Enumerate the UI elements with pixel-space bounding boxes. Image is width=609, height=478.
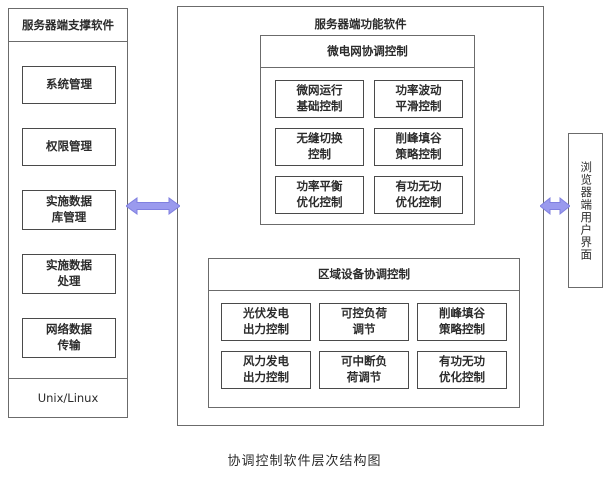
leaf-label: 微网运行基础控制 — [296, 83, 343, 113]
browser-user-interface-panel: 浏览器端用户界面 — [568, 133, 603, 288]
left-panel-title: 服务器端支撑软件 — [22, 17, 114, 32]
leaf-label: 光伏发电出力控制 — [243, 306, 289, 336]
leaf-label: 有功无功优化控制 — [439, 354, 485, 384]
server-function-software-panel: 服务器端功能软件 微电网协调控制 微网运行基础控制 功率波动平滑控制 无缝切换控… — [177, 6, 544, 426]
support-item-label: 实施数据处理 — [46, 258, 92, 288]
support-item-data-processing[interactable]: 实施数据处理 — [22, 254, 116, 294]
regional-item-active-reactive-optimization[interactable]: 有功无功优化控制 — [417, 351, 507, 389]
microgrid-group-title: 微电网协调控制 — [327, 44, 408, 59]
left-panel-header: 服务器端支撑软件 — [9, 9, 127, 42]
support-item-label: 网络数据传输 — [46, 322, 92, 352]
microgrid-item-power-balance-optimization[interactable]: 功率平衡优化控制 — [275, 176, 364, 214]
figure-caption: 协调控制软件层次结构图 — [227, 454, 382, 469]
leaf-label: 削峰填谷策略控制 — [439, 306, 485, 336]
support-item-label: 实施数据库管理 — [46, 194, 92, 224]
leaf-label: 无缝切换控制 — [296, 131, 343, 161]
leaf-label: 有功无功优化控制 — [395, 179, 442, 209]
leaf-label: 可控负荷调节 — [341, 306, 387, 336]
support-item-permission-management[interactable]: 权限管理 — [22, 128, 116, 166]
regional-item-peak-shaving-strategy[interactable]: 削峰填谷策略控制 — [417, 303, 507, 341]
support-item-system-management[interactable]: 系统管理 — [22, 66, 116, 104]
leaf-label: 功率波动平滑控制 — [395, 83, 442, 113]
regional-group-header: 区域设备协调控制 — [209, 259, 519, 291]
leaf-label: 风力发电出力控制 — [243, 354, 289, 384]
microgrid-group-header: 微电网协调控制 — [261, 36, 474, 68]
microgrid-coordination-control-group: 微电网协调控制 微网运行基础控制 功率波动平滑控制 无缝切换控制 削峰填谷策略控… — [260, 35, 475, 225]
microgrid-item-power-fluctuation-smoothing[interactable]: 功率波动平滑控制 — [374, 80, 463, 118]
operating-system-label: Unix/Linux — [37, 390, 99, 405]
regional-item-interruptible-load-adjust[interactable]: 可中断负荷调节 — [319, 351, 409, 389]
microgrid-item-peak-shaving-strategy[interactable]: 削峰填谷策略控制 — [374, 128, 463, 166]
center-panel-title: 服务器端功能软件 — [314, 17, 407, 31]
support-item-label: 系统管理 — [46, 77, 92, 92]
regional-item-controllable-load-adjust[interactable]: 可控负荷调节 — [319, 303, 409, 341]
server-support-software-panel: 服务器端支撑软件 系统管理 权限管理 实施数据库管理 实施数据处理 网络数据传输… — [8, 8, 128, 418]
microgrid-item-active-reactive-optimization[interactable]: 有功无功优化控制 — [374, 176, 463, 214]
microgrid-item-seamless-switching[interactable]: 无缝切换控制 — [275, 128, 364, 166]
leaf-label: 可中断负荷调节 — [341, 354, 387, 384]
left-center-connector-arrow — [126, 197, 180, 215]
regional-item-pv-output-control[interactable]: 光伏发电出力控制 — [221, 303, 311, 341]
support-item-label: 权限管理 — [46, 139, 92, 154]
support-item-database-management[interactable]: 实施数据库管理 — [22, 190, 116, 230]
browser-panel-label: 浏览器端用户界面 — [579, 160, 594, 261]
leaf-label: 功率平衡优化控制 — [296, 179, 343, 209]
support-item-network-data-transfer[interactable]: 网络数据传输 — [22, 318, 116, 358]
left-panel-footer: Unix/Linux — [9, 378, 127, 417]
regional-device-coordination-control-group: 区域设备协调控制 光伏发电出力控制 可控负荷调节 削峰填谷策略控制 风力发电出力… — [208, 258, 520, 408]
center-right-connector-arrow — [540, 196, 570, 216]
microgrid-item-basic-control[interactable]: 微网运行基础控制 — [275, 80, 364, 118]
leaf-label: 削峰填谷策略控制 — [395, 131, 442, 161]
regional-group-title: 区域设备协调控制 — [318, 267, 410, 282]
regional-item-wind-output-control[interactable]: 风力发电出力控制 — [221, 351, 311, 389]
